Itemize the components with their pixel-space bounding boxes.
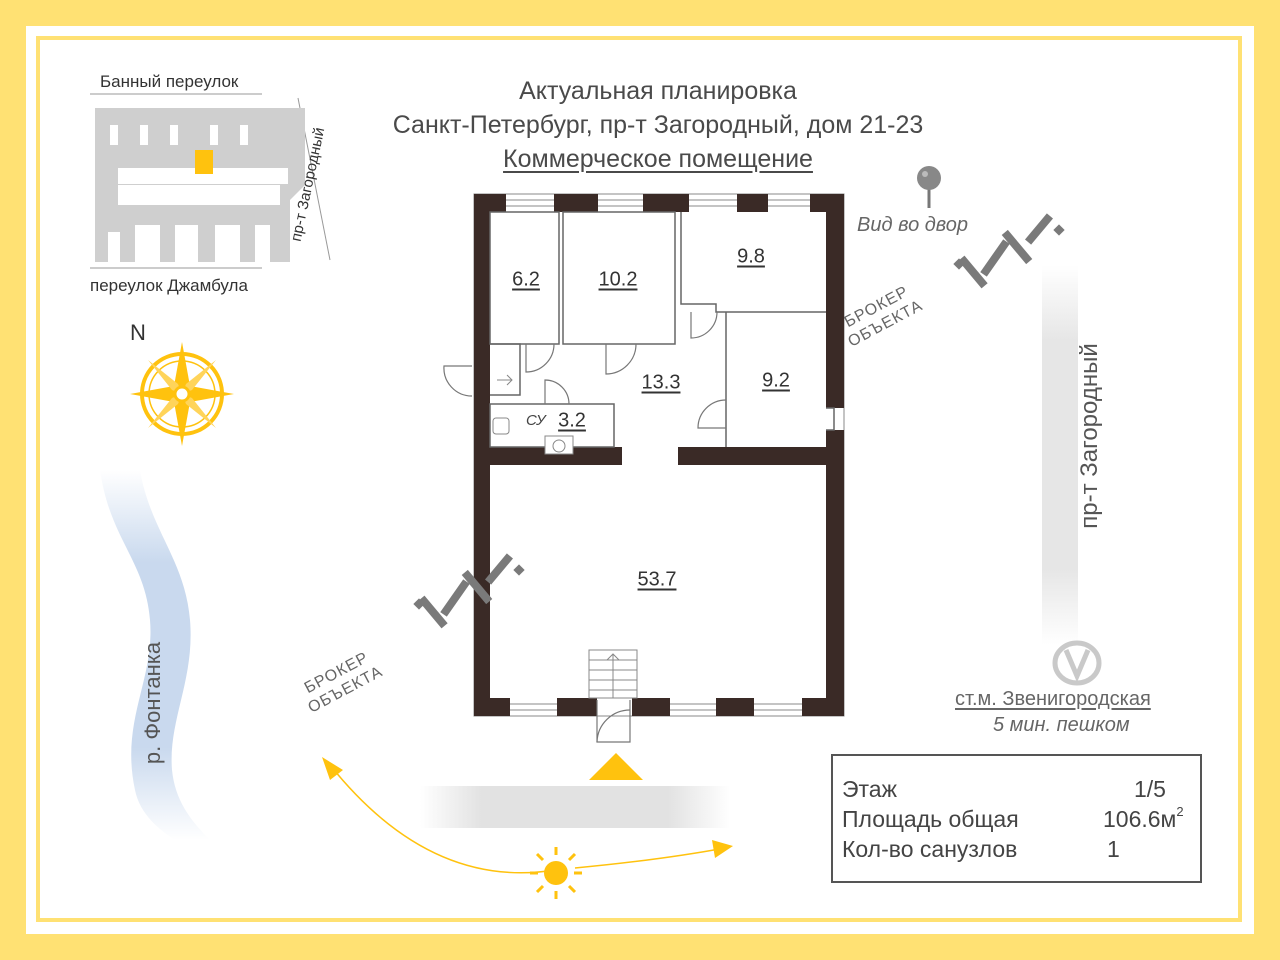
room-area-2: 10.2 xyxy=(598,268,638,291)
area-unit-sup: 2 xyxy=(1176,804,1184,819)
bathrooms-value: 1 xyxy=(1107,836,1120,862)
area-label: Площадь общая xyxy=(842,806,1019,832)
compass-north-label: N xyxy=(130,320,146,345)
inner-frame xyxy=(36,36,1242,922)
title-block: Актуальная планировка Санкт-Петербург, п… xyxy=(340,74,976,176)
sun-path xyxy=(322,757,733,874)
room-area-5: 9.2 xyxy=(762,369,790,392)
compass-icon xyxy=(130,342,234,446)
street-bannyi: Банный переулок xyxy=(100,72,239,91)
room-area-4: 13.3 xyxy=(641,371,681,394)
entrance-marker xyxy=(589,753,643,780)
bathrooms-label: Кол-во санузлов xyxy=(842,836,1018,862)
floor-value: 1/5 xyxy=(1134,776,1166,802)
room-area-3: 9.8 xyxy=(737,245,765,268)
road-zagorodny xyxy=(1042,265,1078,645)
river-label: р. Фонтанка xyxy=(140,641,166,765)
room-area-6: 3.2 xyxy=(558,409,586,432)
river-fontanka xyxy=(100,470,210,840)
area-number: 106.6м xyxy=(1103,806,1177,832)
sun-icon xyxy=(530,847,582,899)
room-area-1: 6.2 xyxy=(512,268,540,291)
object-marker xyxy=(195,150,213,174)
title-property-type: Коммерческое помещение xyxy=(503,145,813,173)
location-pin-icon xyxy=(917,166,941,208)
street-dzhambula: переулок Джамбула xyxy=(90,276,248,295)
title-line-1: Актуальная планировка xyxy=(519,77,797,105)
courtyard-view-label: Вид во двор xyxy=(857,214,969,236)
title-address: Санкт-Петербург, пр-т Загородный, дом 21… xyxy=(392,111,924,139)
info-box: Этаж 1/5 Площадь общая 106.6м2 Кол-во са… xyxy=(831,754,1202,883)
metro-icon xyxy=(1052,640,1102,686)
floor-plan xyxy=(443,193,845,743)
avenue-label: пр-т Загородный xyxy=(1076,343,1103,529)
floor-label: Этаж xyxy=(842,776,897,802)
metro-walk-time: 5 мин. пешком xyxy=(993,714,1130,736)
minimap xyxy=(90,93,331,269)
room-area-7: 53.7 xyxy=(637,568,677,591)
road-bottom xyxy=(420,786,730,828)
bathroom-prefix: СУ xyxy=(526,412,546,429)
metro-station: ст.м. Звенигородская xyxy=(955,688,1151,710)
area-value: 106.6м2 xyxy=(1103,804,1184,833)
